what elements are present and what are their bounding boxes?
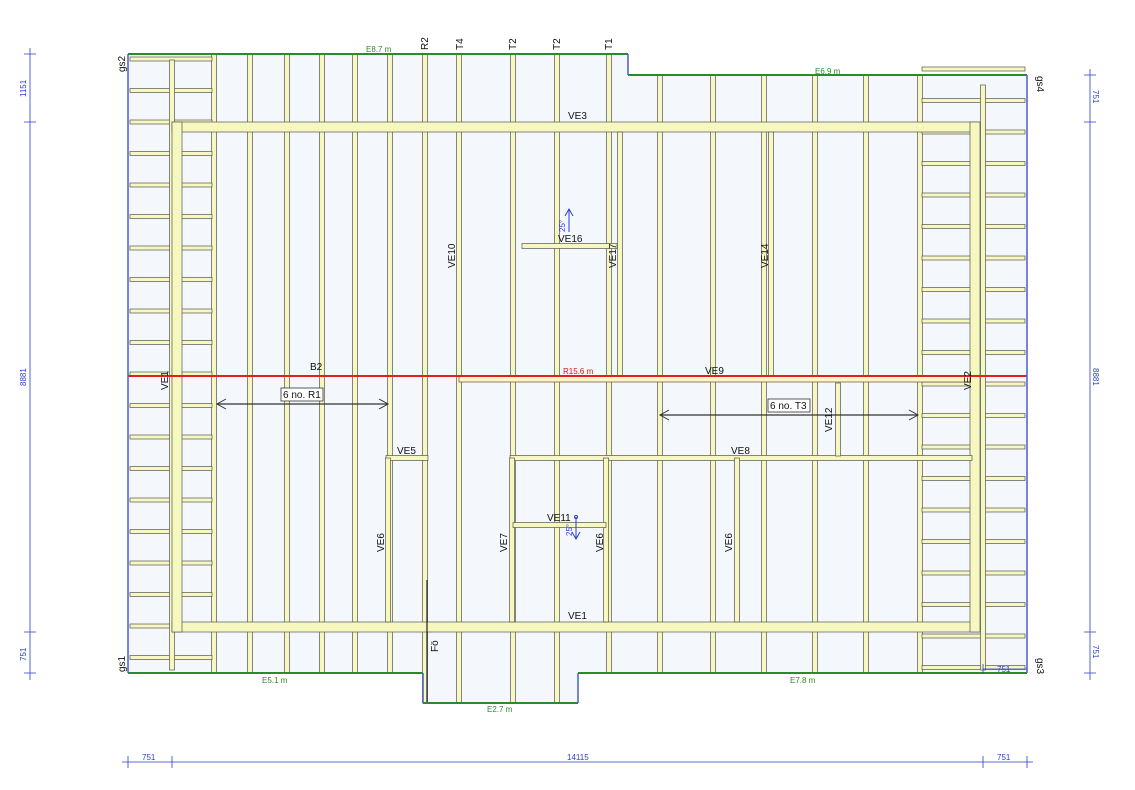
span-arrow-right: [658, 398, 920, 421]
dim-line-inner: [982, 664, 1027, 674]
ridge-label: R15.6 m: [563, 367, 594, 376]
rafter-label-t2b: T2: [552, 38, 563, 50]
edge-bottom-right: E7.8 m: [790, 676, 816, 685]
member-ve10: VE10: [447, 243, 458, 268]
member-ve16-beam: [521, 243, 618, 249]
span-label-left: 6 no. R1: [283, 390, 321, 401]
span-label-right: 6 no. T3: [770, 401, 807, 412]
dim-bottom-mid: 14115: [567, 753, 589, 762]
pitch-arrow-top-icon: [564, 207, 574, 232]
member-ve11: VE11: [547, 513, 571, 524]
member-ve5: VE5: [397, 446, 416, 457]
member-ve6c-beam: [734, 457, 740, 623]
member-ve-left: VE1: [160, 371, 171, 390]
gable-edge: [127, 54, 1028, 703]
pitch-top: 25°: [558, 220, 567, 232]
wall-plate-ve3: [171, 121, 981, 133]
dim-left-mid: 8881: [19, 368, 28, 386]
span-arrow-left: [215, 387, 390, 410]
member-ve7-beam: [509, 457, 515, 623]
rafter: [863, 74, 869, 674]
dim-bottom-right: 751: [997, 753, 1011, 762]
dim-bottom-left: 751: [142, 753, 156, 762]
corner-gs1: gs1: [117, 655, 128, 672]
rafter: [284, 53, 290, 674]
dim-right-bottom: 751: [1091, 645, 1100, 659]
rafter: [211, 53, 217, 674]
rafter: [761, 74, 767, 674]
dim-right-mid: 8881: [1091, 368, 1100, 386]
dim-inner-bottom-right: 751: [997, 665, 1011, 674]
member-ve11-beam: [512, 522, 607, 528]
jack-rafter-right: [921, 633, 1026, 639]
member-ve12: VE12: [824, 407, 835, 432]
corner-gs3: gs3: [1034, 658, 1045, 675]
rafter-label-r2: R2: [420, 37, 431, 50]
member-ve3: VE3: [568, 111, 587, 122]
member-ve12-beam: [835, 382, 841, 457]
rafter: [657, 74, 663, 674]
member-ve6a-beam: [385, 457, 391, 623]
pitch-arrow-bottom-icon: [571, 515, 581, 541]
member-ve6b: VE6: [595, 533, 606, 552]
corner-gs4: gs4: [1034, 76, 1045, 93]
member-ve14: VE14: [760, 243, 771, 268]
jack-rafter-right: [921, 665, 1026, 670]
rafter: [812, 74, 818, 674]
dim-line-left: [24, 48, 36, 680]
eaves-edge: [128, 53, 1027, 704]
dim-line-right: [1084, 69, 1096, 680]
member-ve6c: VE6: [724, 533, 735, 552]
member-b2: B2: [310, 362, 323, 373]
corner-gs2: gs2: [117, 55, 128, 72]
member-ve9: VE9: [705, 366, 724, 377]
member-ve-right: VE2: [963, 371, 974, 390]
hip-right-outer: [980, 84, 986, 671]
dimension-lines: [24, 48, 1096, 768]
edge-top-left: E8.7 m: [366, 45, 392, 54]
jack-rafter-right: [921, 66, 1026, 72]
wall-plate-ve1: [171, 621, 981, 633]
member-ve7: VE7: [499, 533, 510, 552]
member-fo: Fö: [430, 640, 441, 652]
rafter-label-t4: T4: [455, 38, 466, 50]
jack-rafter-right: [921, 98, 1026, 103]
member-ve17: VE17: [608, 243, 619, 268]
roof-outline: [127, 53, 1028, 704]
member-ve8: VE8: [731, 446, 750, 457]
dim-right-top: 751: [1091, 90, 1100, 104]
edge-bottom-mid: E2.7 m: [487, 705, 513, 714]
rafter: [247, 53, 253, 674]
member-ve1: VE1: [568, 611, 587, 622]
edge-bottom-left: E5.1 m: [262, 676, 288, 685]
member-ve6a: VE6: [376, 533, 387, 552]
member-ve16: VE16: [558, 234, 583, 245]
rafter-label-t2a: T2: [508, 38, 519, 50]
dim-left-top: 1151: [19, 79, 28, 97]
pitch-bottom: 25°: [565, 524, 574, 536]
rafter: [352, 53, 358, 674]
edge-top-right: E6.9 m: [815, 67, 841, 76]
member-ve6b-beam: [603, 457, 609, 623]
rafter-label-t1: T1: [604, 38, 615, 50]
dim-left-bottom: 751: [19, 647, 28, 661]
dim-line-bottom: [122, 756, 1033, 768]
